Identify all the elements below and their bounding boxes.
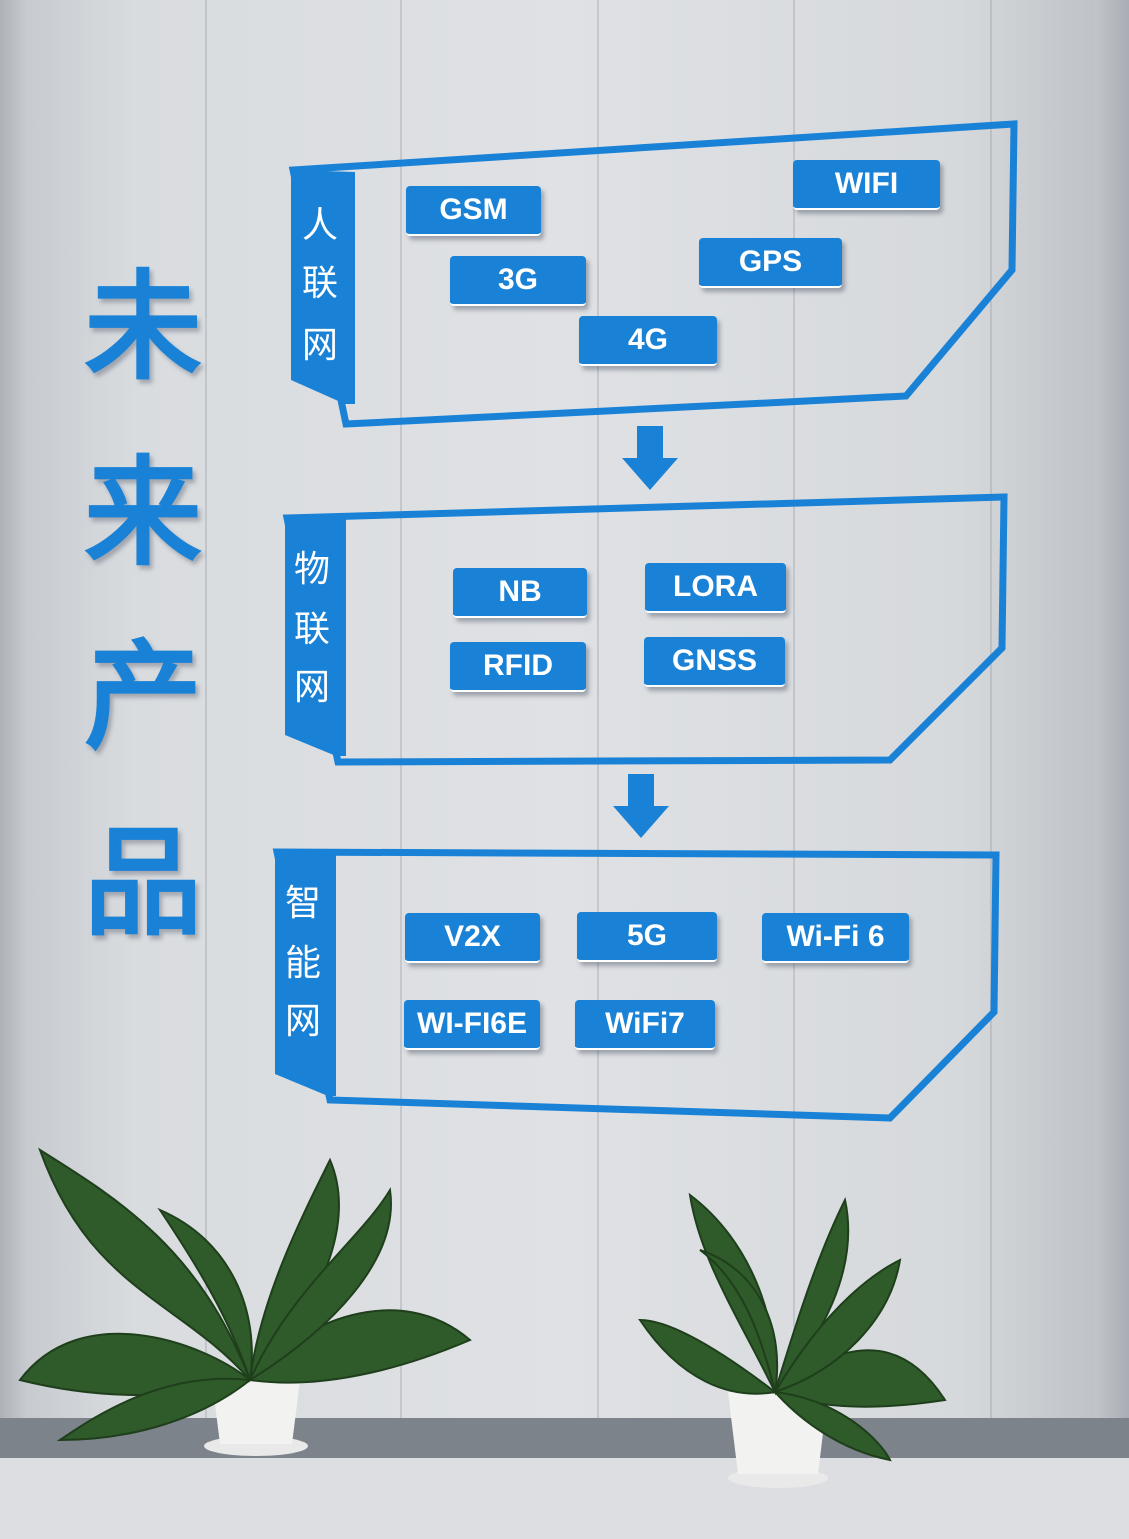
tag-label: 5G (577, 912, 717, 962)
potted-plant-left (18, 1147, 472, 1456)
section-frame-outline (282, 493, 1008, 766)
tag-label: NB (453, 568, 587, 618)
tag-label: GSM (406, 186, 541, 236)
tag-label: GNSS (644, 637, 785, 687)
section-label-char: 网 (293, 667, 330, 708)
section-label-char: 能 (284, 943, 321, 984)
tag-label: WI-FI6E (404, 1000, 540, 1050)
section-label-char: 联 (301, 263, 338, 304)
wall-seam (597, 0, 599, 1440)
tag-label: WIFI (793, 160, 940, 210)
window-frame-right (1095, 0, 1129, 1539)
tag-label: 4G (579, 316, 717, 366)
section-label-char: 联 (293, 609, 330, 650)
tag-label: GPS (699, 238, 842, 288)
section-frame-outline (288, 120, 1018, 428)
tag-label: WiFi7 (575, 1000, 715, 1050)
tag-label: 3G (450, 256, 586, 306)
wall-seam (990, 0, 992, 1440)
tag-label: LORA (645, 563, 786, 613)
wall-seam (205, 0, 207, 1440)
section-label-char: 网 (301, 325, 338, 366)
section-frame-outline (272, 848, 1000, 1122)
window-frame-left (0, 0, 28, 1539)
title-char: 产 (83, 628, 202, 766)
potted-plant-right (638, 1192, 947, 1488)
section-label-char: 物 (293, 549, 330, 590)
title-char: 未 (83, 258, 202, 396)
section-label-char: 智 (284, 883, 321, 924)
title-char: 来 (83, 444, 202, 582)
wall-seam (793, 0, 795, 1440)
wall-seam (400, 0, 402, 1440)
down-arrow-icon (622, 426, 678, 490)
section-label-char: 网 (284, 1001, 321, 1042)
tag-label: RFID (450, 642, 586, 692)
section-label-char: 人 (301, 205, 338, 246)
down-arrow-icon (613, 774, 669, 838)
title-char: 品 (83, 814, 202, 952)
tag-label: V2X (405, 913, 540, 963)
tag-label: Wi-Fi 6 (762, 913, 909, 963)
